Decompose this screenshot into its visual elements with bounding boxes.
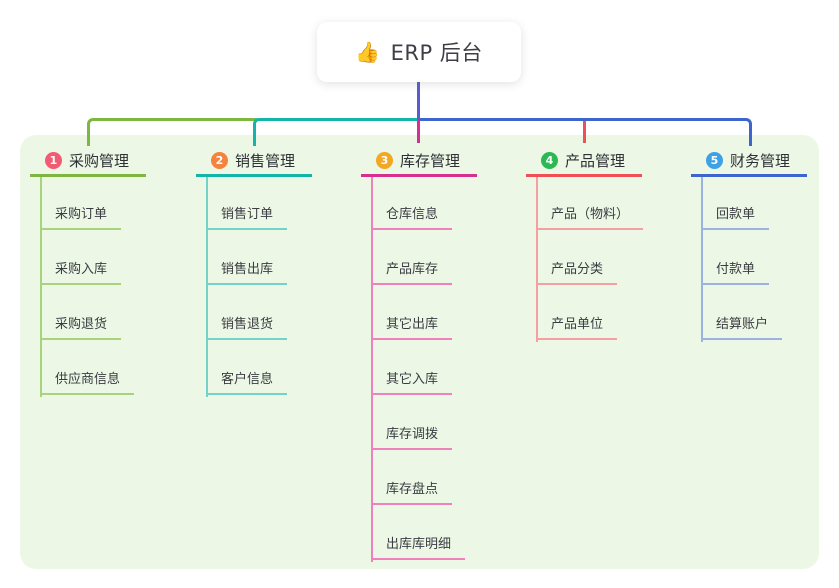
child-node[interactable]: 其它出库 [371,312,453,340]
child-node[interactable]: 采购入库 [40,257,122,285]
branch-trunk-line [701,177,703,342]
child-node[interactable]: 产品分类 [536,257,618,285]
child-node-label: 产品单位 [551,317,604,332]
child-node[interactable]: 销售出库 [206,257,288,285]
branch-badge: 5 [706,152,723,169]
connector-branch-5 [419,118,752,146]
child-node[interactable]: 销售订单 [206,202,288,230]
child-node-label: 客户信息 [221,372,274,387]
child-node[interactable]: 回款单 [701,202,770,230]
branch-badge: 2 [211,152,228,169]
child-node-label: 销售退货 [221,317,274,332]
child-node-label: 付款单 [716,262,756,277]
child-node-label: 采购订单 [55,207,108,222]
child-node-label: 仓库信息 [386,207,439,222]
branches-panel [20,135,819,569]
child-node[interactable]: 库存盘点 [371,477,453,505]
child-node-label: 其它入库 [386,372,439,387]
child-node[interactable]: 产品库存 [371,257,453,285]
thumbs-up-icon: 👍 [355,40,381,64]
branch-topic-label: 销售管理 [235,152,296,170]
child-node[interactable]: 客户信息 [206,367,288,395]
branch-topic-label: 财务管理 [730,152,791,170]
child-node-label: 销售出库 [221,262,274,277]
branch-topic-4[interactable]: 4 产品管理 [526,147,642,177]
root-node[interactable]: 👍 ERP 后台 [317,22,521,82]
branch-trunk-line [40,177,42,397]
child-node-label: 库存调拨 [386,427,439,442]
branch-badge: 1 [45,152,62,169]
child-node[interactable]: 采购退货 [40,312,122,340]
child-node-label: 采购退货 [55,317,108,332]
branch-topic-5[interactable]: 5 财务管理 [691,147,807,177]
connector-branch-4 [583,121,586,143]
child-node[interactable]: 仓库信息 [371,202,453,230]
child-node-label: 采购入库 [55,262,108,277]
child-node[interactable]: 产品单位 [536,312,618,340]
child-node[interactable]: 采购订单 [40,202,122,230]
child-node-label: 出库库明细 [386,537,452,552]
child-node[interactable]: 出库库明细 [371,532,466,560]
child-node[interactable]: 供应商信息 [40,367,135,395]
child-node-label: 其它出库 [386,317,439,332]
branch-topic-1[interactable]: 1 采购管理 [30,147,146,177]
branch-topic-3[interactable]: 3 库存管理 [361,147,477,177]
child-node-label: 销售订单 [221,207,274,222]
child-node[interactable]: 其它入库 [371,367,453,395]
child-node-label: 供应商信息 [55,372,121,387]
child-node[interactable]: 结算账户 [701,312,783,340]
child-node-label: 回款单 [716,207,756,222]
child-node-label: 库存盘点 [386,482,439,497]
child-node[interactable]: 销售退货 [206,312,288,340]
branch-badge: 3 [376,152,393,169]
connector-branch-2 [253,118,422,146]
branch-topic-2[interactable]: 2 销售管理 [196,147,312,177]
branch-trunk-line [536,177,538,342]
child-node-label: 产品分类 [551,262,604,277]
child-node[interactable]: 付款单 [701,257,770,285]
branch-badge: 4 [541,152,558,169]
branch-topic-label: 库存管理 [400,152,461,170]
branch-topic-label: 产品管理 [565,152,626,170]
child-node-label: 产品库存 [386,262,439,277]
connector-branch-1 [87,118,257,146]
root-connector-line [417,82,420,120]
root-node-label: ERP 后台 [390,41,483,65]
branch-trunk-line [371,177,373,562]
child-node[interactable]: 库存调拨 [371,422,453,450]
branch-topic-label: 采购管理 [69,152,130,170]
child-node[interactable]: 产品（物料） [536,202,644,230]
branch-trunk-line [206,177,208,397]
child-node-label: 产品（物料） [551,207,630,222]
connector-branch-3 [417,119,420,143]
child-node-label: 结算账户 [716,317,769,332]
